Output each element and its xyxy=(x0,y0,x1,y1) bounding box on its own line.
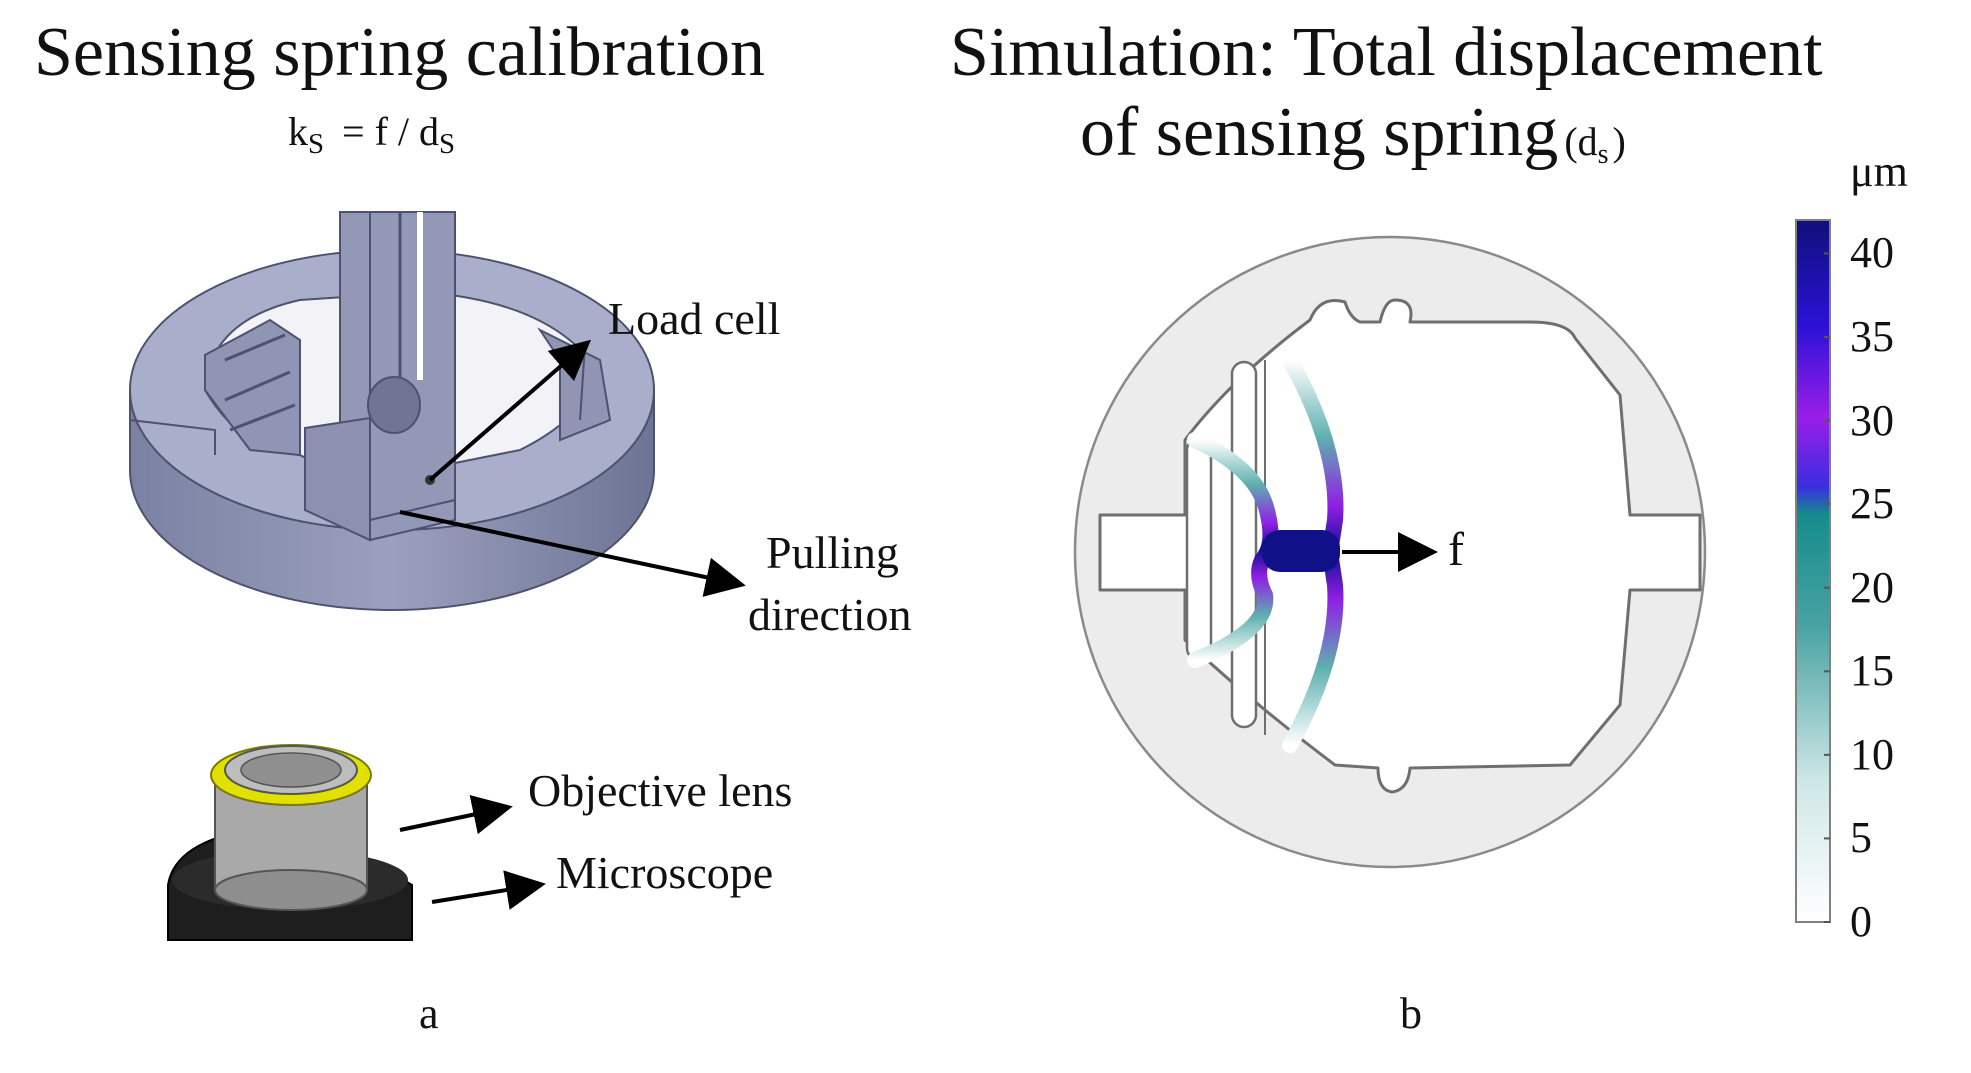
title-variable: d xyxy=(1577,119,1598,164)
panel-b-letter: b xyxy=(1400,989,1422,1038)
colorbar xyxy=(1795,219,1831,923)
colorbar-tick-label: 35 xyxy=(1850,312,1894,361)
colorbar-tick-label: 10 xyxy=(1850,729,1894,779)
panel-a-letter: a xyxy=(419,989,439,1038)
formula-k-subscript: S xyxy=(308,128,325,161)
colorbar-tick-label: 5 xyxy=(1850,813,1872,863)
panel-b-title-line2: of sensing spring(ds) xyxy=(1080,98,1626,170)
panel-b-title-line1: Simulation: Total displacement xyxy=(950,14,1823,91)
microscope-label: Microscope xyxy=(556,847,774,898)
formula-rhs: = f / d xyxy=(342,109,440,154)
pulling-label-line1: Pulling xyxy=(766,527,899,578)
panel-b-title-text: of sensing spring xyxy=(1080,94,1559,171)
colorbar-tick-label: 40 xyxy=(1850,228,1894,278)
colorbar-tick-label: 25 xyxy=(1850,479,1894,529)
colorbar-tick-label: 0 xyxy=(1850,897,1872,946)
colorbar-ticks xyxy=(1824,252,1830,923)
colorbar-tick-label: 20 xyxy=(1850,562,1894,612)
pulling-label-line2: direction xyxy=(748,589,912,640)
load-cell xyxy=(304,211,456,542)
title-paren-open: ( xyxy=(1564,119,1578,164)
colorbar-tick-label: 15 xyxy=(1850,646,1894,696)
load-cell-arrow xyxy=(428,339,592,482)
colorbar-tick-label: 30 xyxy=(1850,395,1894,445)
title-variable-subscript: s xyxy=(1597,138,1609,170)
microscope-arrow xyxy=(431,870,546,910)
panel-a-title: Sensing spring calibration xyxy=(34,14,766,91)
formula-k: k xyxy=(288,109,308,154)
sensing-spring-displacement xyxy=(1187,352,1344,753)
objective-lens-label: Objective lens xyxy=(528,765,793,816)
title-paren-close: ) xyxy=(1612,119,1626,164)
colorbar-unit: μm xyxy=(1850,147,1908,196)
pulling-direction-arrow xyxy=(399,510,746,597)
load-cell-label: Load cell xyxy=(608,293,781,344)
stiffness-formula: kS = f / dS xyxy=(288,109,455,159)
objective-lens-arrow xyxy=(399,794,513,835)
microscope-illustration xyxy=(167,744,413,941)
force-label: f xyxy=(1448,523,1464,576)
formula-rhs-subscript: S xyxy=(439,128,456,161)
